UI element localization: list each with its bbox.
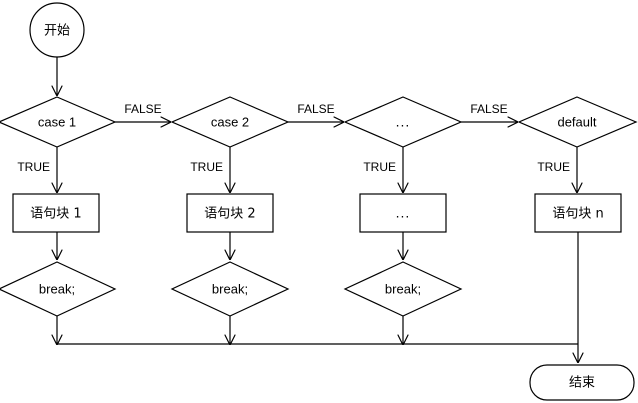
- condition-label-case-3: ...: [396, 114, 411, 130]
- break-label-2: break;: [212, 281, 248, 296]
- edge-label-false-3: FALSE: [470, 102, 507, 116]
- condition-label-default: default: [557, 114, 596, 129]
- statement-node-n: [534, 193, 622, 233]
- break-label-1: break;: [39, 281, 75, 296]
- statement-label-1: 语句块 1: [30, 207, 81, 222]
- edge-label-false-1: FALSE: [124, 102, 161, 116]
- statement-label-2: 语句块 2: [204, 207, 255, 222]
- edge-label-true-1: TRUE: [17, 160, 50, 174]
- statement-node-1: [12, 193, 100, 233]
- edge-label-true-4: TRUE: [537, 160, 570, 174]
- edge-label-false-2: FALSE: [297, 102, 334, 116]
- statement-label-3: ...: [396, 205, 411, 221]
- end-node: [529, 364, 635, 401]
- edge-label-true-3: TRUE: [363, 160, 396, 174]
- start-node-label: 开始: [44, 24, 70, 39]
- break-label-3: break;: [385, 281, 421, 296]
- end-node-label: 结束: [569, 376, 595, 391]
- condition-label-case-1: case 1: [38, 114, 76, 129]
- edge-label-true-2: TRUE: [190, 160, 223, 174]
- condition-label-case-2: case 2: [211, 114, 249, 129]
- statement-label-n: 语句块 n: [552, 207, 603, 222]
- statement-node-3: [359, 193, 447, 233]
